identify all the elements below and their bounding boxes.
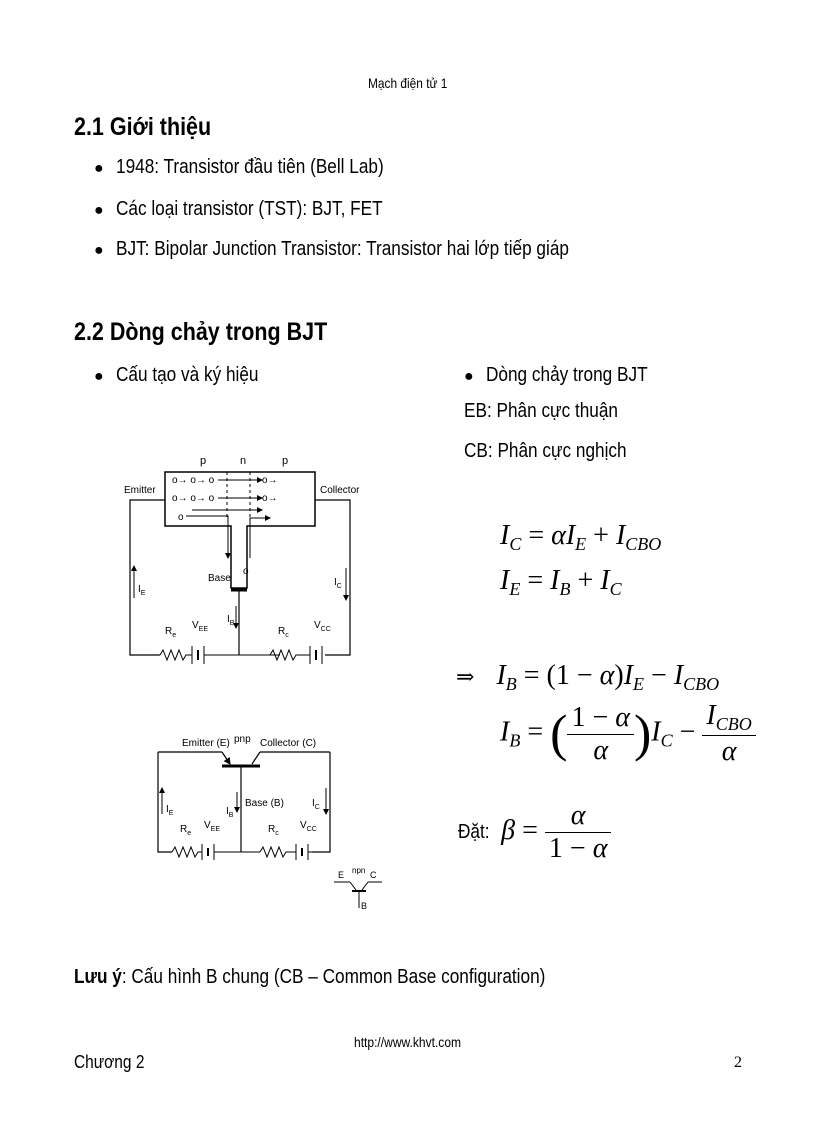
collector-label: Collector (C) bbox=[260, 738, 316, 749]
bullet-item: ●Các loại transistor (TST): BJT, FET bbox=[94, 198, 383, 220]
equation-ie: IE = IB + IC bbox=[500, 565, 622, 599]
svg-text:o→: o→ bbox=[262, 493, 278, 504]
pnp-label: pnp bbox=[234, 734, 251, 745]
section-2-heading: 2.2 Dòng chảy trong BJT bbox=[74, 318, 328, 346]
svg-text:o→ o→ o: o→ o→ o bbox=[172, 475, 215, 486]
header-title: Mạch điện tử 1 bbox=[368, 75, 448, 91]
page-number: 2 bbox=[734, 1054, 742, 1071]
base-label: Base bbox=[208, 573, 231, 584]
note: Lưu ý: Cấu hình B chung (CB – Common Bas… bbox=[74, 966, 622, 989]
equation-ib-1: ⇒IB = (1 − α)IE − ICBO bbox=[456, 660, 720, 694]
note-text: : Cấu hình B chung (CB – Common Base con… bbox=[121, 966, 546, 988]
resistor-re bbox=[171, 845, 202, 859]
svg-text:IC: IC bbox=[334, 577, 342, 590]
svg-text:o: o bbox=[243, 566, 249, 577]
bullet-item: ●1948: Transistor đầu tiên (Bell Lab) bbox=[94, 156, 384, 178]
collector-label: Collector bbox=[320, 485, 360, 496]
svg-text:Rc: Rc bbox=[268, 824, 279, 837]
pnp-symbol-diagram: Emitter (E) pnp Collector (C) IE IB Base… bbox=[157, 734, 331, 860]
svg-text:Rc: Rc bbox=[278, 626, 289, 639]
pnp-structure-diagram: p n p o→ o→ o o→ o→ o o o→ o→ o Emitter … bbox=[124, 455, 360, 664]
structure-bullet: ●Cấu tạo và ký hiệu bbox=[94, 364, 259, 386]
svg-text:o: o bbox=[178, 512, 184, 523]
svg-text:VCC: VCC bbox=[300, 820, 317, 833]
svg-text:IC: IC bbox=[312, 798, 320, 811]
section-1-heading: 2.1 Giới thiệu bbox=[74, 113, 212, 141]
svg-text:Base (B): Base (B) bbox=[245, 798, 284, 809]
bullet-icon: ● bbox=[94, 160, 104, 177]
svg-text:IE: IE bbox=[138, 584, 146, 597]
svg-text:VCC: VCC bbox=[314, 620, 331, 633]
svg-text:IB: IB bbox=[226, 806, 234, 819]
eb-bias-text: EB: Phân cực thuận bbox=[464, 400, 618, 422]
bullet-icon: ● bbox=[94, 242, 104, 259]
layer-p-label: p bbox=[282, 455, 288, 467]
transistor-body bbox=[164, 471, 316, 589]
emitter-label: Emitter (E) bbox=[182, 738, 230, 749]
note-bold: Lưu ý bbox=[74, 966, 122, 988]
svg-text:E: E bbox=[338, 870, 344, 880]
resistor-re bbox=[159, 648, 192, 662]
dat-label: Đặt: bbox=[458, 821, 490, 843]
footer-url[interactable]: http://www.khvt.com bbox=[354, 1034, 462, 1050]
svg-text:Re: Re bbox=[180, 824, 191, 837]
current-flow-bullet: ●Dòng chảy trong BJT bbox=[464, 364, 648, 386]
layer-p-label: p bbox=[200, 455, 206, 467]
npn-symbol: E npn C B bbox=[334, 866, 382, 911]
svg-text:npn: npn bbox=[352, 866, 365, 875]
svg-text:B: B bbox=[361, 901, 367, 911]
bullet-item: ●BJT: Bipolar Junction Transistor: Trans… bbox=[94, 238, 569, 260]
resistor-rc bbox=[269, 648, 310, 662]
page-header: Mạch điện tử 1 bbox=[0, 75, 816, 91]
svg-text:VEE: VEE bbox=[204, 820, 220, 833]
equation-ic: IC = αIE + ICBO bbox=[500, 520, 662, 554]
svg-text:o→: o→ bbox=[262, 475, 278, 486]
bullet-icon: ● bbox=[464, 368, 474, 385]
resistor-rc bbox=[259, 845, 296, 859]
emitter-label: Emitter bbox=[124, 485, 156, 496]
svg-text:o→ o→ o: o→ o→ o bbox=[172, 493, 215, 504]
bullet-icon: ● bbox=[94, 368, 104, 385]
footer-chapter: Chương 2 bbox=[74, 1052, 145, 1072]
svg-text:VEE: VEE bbox=[192, 620, 208, 633]
bullet-icon: ● bbox=[94, 202, 104, 219]
carrier-flow: o→ o→ o o→ o→ o o o→ o→ bbox=[172, 475, 278, 523]
cb-bias-text: CB: Phân cực nghịch bbox=[464, 440, 627, 462]
svg-text:C: C bbox=[370, 870, 377, 880]
layer-n-label: n bbox=[240, 455, 246, 467]
svg-text:IB: IB bbox=[227, 614, 235, 627]
svg-text:IE: IE bbox=[166, 804, 174, 817]
svg-text:Re: Re bbox=[165, 626, 176, 639]
